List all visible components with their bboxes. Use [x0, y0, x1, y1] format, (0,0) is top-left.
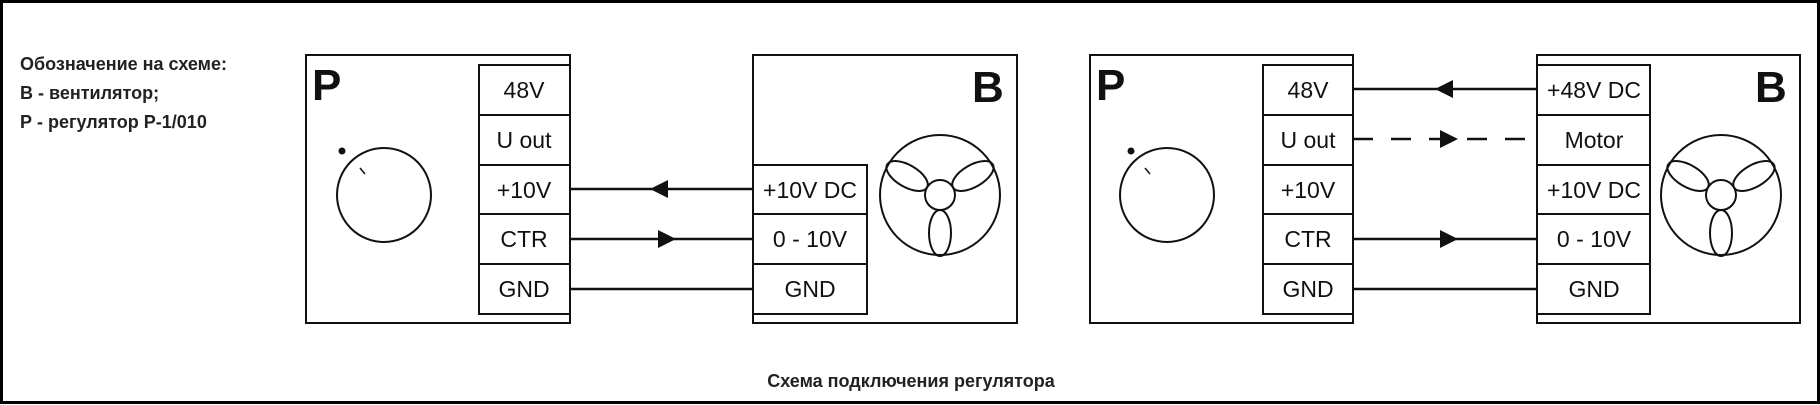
terminal-u-out: U out [497, 127, 553, 153]
fan-letter: B [1755, 63, 1787, 112]
terminal-ctr: CTR [1284, 226, 1331, 252]
fan-terminal-0-10v: 0 - 10V [773, 226, 848, 252]
wires [570, 180, 753, 291]
terminal-gnd: GND [498, 276, 549, 302]
legend-regulator: Р - регулятор Р-1/010 [20, 112, 207, 132]
fan-icon [879, 134, 1001, 257]
fan-terminal-10v-dc: +10V DC [763, 177, 857, 203]
diagram-2: P 48V U out +10V CTR GND B +48V DC [1089, 54, 1801, 324]
fan-letter: B [972, 63, 1004, 112]
fan-terminal-gnd: GND [784, 276, 835, 302]
fan-terminal-block: +48V DC Motor +10V DC 0 - 10V GND [1536, 64, 1651, 315]
arrow-right-icon [1440, 130, 1458, 148]
terminal-u-out: U out [1281, 127, 1337, 153]
knob-icon [1119, 147, 1215, 243]
fan-icon [1660, 134, 1782, 257]
terminal-gnd: GND [1282, 276, 1333, 302]
legend: Обозначение на схеме: В - вентилятор; Р … [20, 54, 227, 132]
fan-terminal-0-10v: 0 - 10V [1557, 226, 1632, 252]
arrow-right-icon [658, 230, 676, 248]
regulator-terminal-block: 48V U out +10V CTR GND [478, 64, 571, 315]
terminal-10v: +10V [497, 177, 552, 203]
arrow-left-icon [1435, 80, 1453, 98]
fan-terminal-10v-dc: +10V DC [1547, 177, 1641, 203]
legend-fan: В - вентилятор; [20, 83, 159, 103]
fan-terminal-block: +10V DC 0 - 10V GND [752, 164, 868, 315]
diagram-1: P 48V U out +10V CTR GND B +10V DC 0 - 1… [305, 54, 1018, 324]
diagram-caption: Схема подключения регулятора [767, 371, 1056, 391]
legend-title: Обозначение на схеме: [20, 54, 227, 74]
regulator-letter: P [1096, 61, 1125, 110]
wires [1353, 80, 1537, 291]
terminal-ctr: CTR [500, 226, 547, 252]
regulator-letter: P [312, 61, 341, 110]
arrow-right-icon [1440, 230, 1458, 248]
fan-terminal-gnd: GND [1568, 276, 1619, 302]
terminal-48v: 48V [1288, 77, 1330, 103]
terminal-10v: +10V [1281, 177, 1336, 203]
fan-terminal-48v-dc: +48V DC [1547, 77, 1641, 103]
terminal-48v: 48V [504, 77, 546, 103]
knob-icon [336, 147, 432, 243]
arrow-left-icon [650, 180, 668, 198]
fan-terminal-motor: Motor [1565, 127, 1624, 153]
regulator-terminal-block: 48V U out +10V CTR GND [1262, 64, 1354, 315]
